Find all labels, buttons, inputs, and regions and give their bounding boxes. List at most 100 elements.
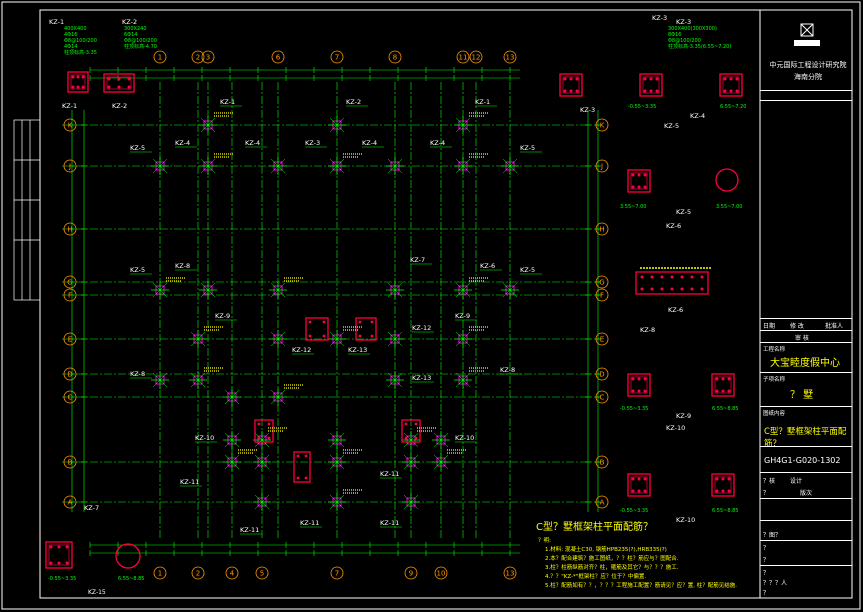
axis-bubble-left bbox=[63, 455, 77, 469]
column-tag: KZ-5 bbox=[130, 266, 145, 274]
axis-bubble-bottom-label: 13 bbox=[506, 570, 515, 578]
hdr-cell-date: 日期 bbox=[763, 323, 776, 330]
bottom-row-2: ？ bbox=[763, 545, 770, 552]
rebar-dot bbox=[76, 85, 80, 89]
rebar-dot bbox=[127, 85, 131, 89]
detail-elev-b: 6.55~7.20 bbox=[720, 104, 746, 110]
rebar-dot bbox=[631, 489, 635, 493]
rebar-dot bbox=[631, 185, 635, 189]
column-diag bbox=[270, 282, 286, 298]
rebar-dot bbox=[304, 454, 308, 458]
column-tag: KZ-8 bbox=[175, 262, 190, 270]
rebar-dot bbox=[127, 77, 131, 81]
detail-kz3-section-b bbox=[719, 73, 743, 97]
rebar-dot bbox=[649, 89, 653, 93]
axis-bubble-right-label: D bbox=[599, 371, 604, 379]
rebar-dot bbox=[643, 389, 647, 393]
column-diag bbox=[387, 158, 403, 174]
axis-bubble-left bbox=[63, 275, 77, 289]
axis-bubble-left-label: B bbox=[68, 459, 73, 467]
rebar-dot bbox=[660, 275, 664, 279]
column-tag: KZ-2 bbox=[346, 98, 361, 106]
axis-bubble-left bbox=[63, 288, 77, 302]
column-tag: KZ-13 bbox=[412, 374, 431, 382]
rebar-dot bbox=[700, 275, 704, 279]
axis-bubble-left-label: D bbox=[67, 371, 72, 379]
detail-kz10-section-b-stirrup bbox=[714, 476, 732, 494]
column-markers bbox=[151, 116, 519, 511]
rebar-dot bbox=[735, 77, 739, 81]
axis-bubble-right-label: G bbox=[599, 279, 604, 287]
axis-bubble-top-label: 6 bbox=[276, 54, 281, 62]
axis-bubble-left bbox=[63, 159, 77, 173]
column-diag bbox=[254, 494, 270, 510]
rebar-dot bbox=[563, 77, 567, 81]
bottom-row-3: ？ bbox=[763, 557, 770, 564]
detail-elev-d: -0.55~3.35 bbox=[620, 406, 648, 412]
detail-kz9-section bbox=[711, 373, 735, 397]
axis-bubble-right-label: F bbox=[600, 292, 604, 300]
column-tag: KZ-11 bbox=[300, 519, 319, 527]
rebar-dot bbox=[296, 476, 300, 480]
firm-logo bbox=[790, 22, 824, 52]
axis-bubble-right-label: B bbox=[600, 459, 605, 467]
rebar-dot bbox=[690, 275, 694, 279]
detail-kz5-label: KZ-5 bbox=[676, 208, 691, 216]
axis-bubble-right-label: K bbox=[600, 122, 605, 130]
firm-name: 中元国际工程设计研究院 bbox=[769, 61, 847, 69]
detail-kz1-tag: KZ-1 bbox=[49, 18, 64, 26]
axis-bubble-left bbox=[63, 332, 77, 346]
axis-bubble-left-label: J bbox=[68, 163, 71, 171]
hdr-cell-revision: 修 改 bbox=[790, 323, 804, 330]
column-diag bbox=[387, 331, 403, 347]
rebar-dot bbox=[404, 436, 408, 440]
detail-kz3-label-top: KZ-3 bbox=[652, 14, 667, 22]
project-name: 大宝睦度假中心 bbox=[770, 358, 840, 369]
detail-kz3-note: 8Φ16 bbox=[668, 32, 681, 38]
axis-bubble-right-label: H bbox=[599, 226, 604, 234]
column-diag bbox=[433, 454, 449, 470]
detail-kz1-note: 4Φ14 bbox=[64, 44, 77, 50]
detail-kz3-tag: KZ-3 bbox=[676, 18, 691, 26]
rebar-dot bbox=[117, 85, 121, 89]
rebar-dot bbox=[57, 561, 61, 565]
rebar-dot bbox=[729, 89, 733, 93]
column-diag bbox=[433, 432, 449, 448]
detail-kz1-label: KZ-1 bbox=[62, 102, 77, 110]
axis-bubble-right bbox=[595, 159, 609, 173]
column-section-plan bbox=[355, 317, 377, 341]
axis-bubble-left-label: K bbox=[68, 122, 73, 130]
rebar-dot bbox=[721, 389, 725, 393]
rebar-dot bbox=[71, 75, 75, 79]
left-revision-strip bbox=[13, 119, 41, 301]
rebar-dot bbox=[65, 545, 69, 549]
axis-bubble-top bbox=[388, 50, 402, 64]
detail-kz8-section-stirrup bbox=[630, 376, 648, 394]
rebar-dot bbox=[76, 75, 80, 79]
detail-kz6-tag: KZ-6 bbox=[666, 222, 681, 230]
rebar-dot bbox=[721, 477, 725, 481]
rebar-dot bbox=[721, 377, 725, 381]
rebar-dot bbox=[640, 287, 644, 291]
rebar-dot bbox=[631, 173, 635, 177]
axis-grid bbox=[62, 67, 601, 556]
bottom-row-5: ？？？人 bbox=[763, 580, 788, 587]
detail-kz1-section-right-stirrup bbox=[562, 76, 580, 94]
axis-bubble-left bbox=[63, 367, 77, 381]
detail-kz5-tag: KZ-5 bbox=[664, 122, 679, 130]
rebar-dot bbox=[729, 77, 733, 81]
column-diag bbox=[224, 389, 240, 405]
detail-kz2-section bbox=[103, 73, 135, 93]
bottom-row-4: ？ bbox=[763, 570, 770, 577]
column-tag: KZ-1 bbox=[220, 98, 235, 106]
rebar-dot bbox=[715, 489, 719, 493]
detail-kz1-section bbox=[67, 71, 89, 93]
column-tag: KZ-8 bbox=[130, 370, 145, 378]
rebar-dot bbox=[370, 334, 374, 338]
column-diag bbox=[190, 372, 206, 388]
detail-kz10-section-b bbox=[711, 473, 735, 497]
detail-kz2-note: 柱顶标高-4.70 bbox=[124, 43, 157, 50]
axis-bubble-left-label: H bbox=[67, 226, 72, 234]
